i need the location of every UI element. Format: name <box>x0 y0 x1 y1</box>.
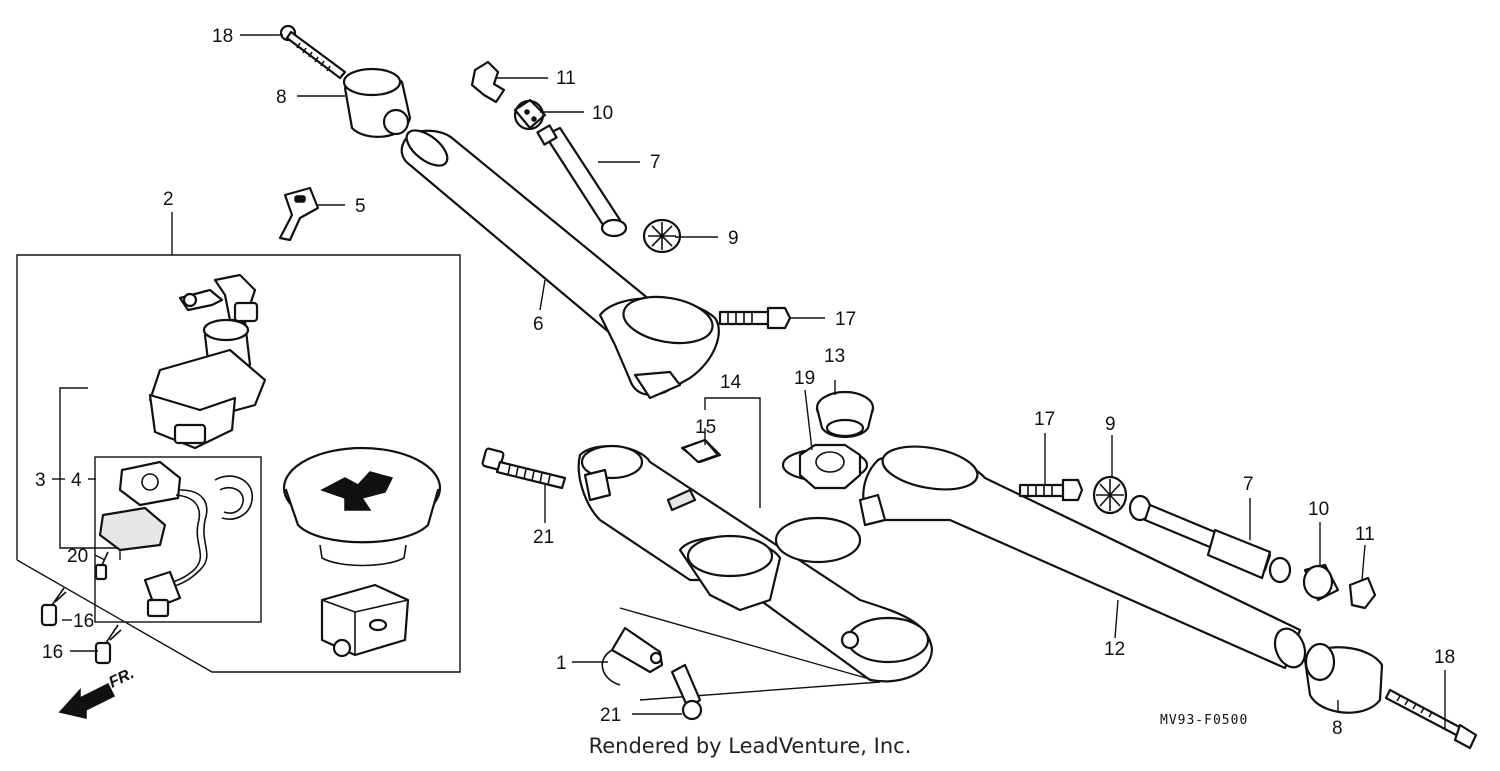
screw-16-upper <box>40 587 67 627</box>
wire-clip <box>214 475 253 520</box>
diagram-code: MV93-F0500 <box>1160 713 1248 728</box>
screw-20 <box>94 551 109 581</box>
ignition-assembly-outline <box>16 212 461 673</box>
callout-4: 4 <box>71 470 82 491</box>
callout-2: 2 <box>163 189 174 210</box>
bar-end-bolt-upper <box>279 24 347 80</box>
callout-3: 3 <box>35 470 46 491</box>
handlebar-left <box>400 129 720 400</box>
callout-15: 15 <box>695 417 716 438</box>
callout-10-lower: 10 <box>1308 499 1329 520</box>
collar-10-lower <box>1302 563 1340 602</box>
front-direction-label: FR. <box>106 665 137 692</box>
callout-8-lower: 8 <box>1332 718 1343 739</box>
callout-13: 13 <box>824 346 845 367</box>
ignition-cylinder <box>148 273 267 450</box>
switch-contact-base <box>98 460 208 618</box>
callout-21-lower: 21 <box>600 705 621 726</box>
rubber-9-lower <box>1092 475 1128 515</box>
callout-16-lower: 16 <box>42 642 63 663</box>
callout-8-upper: 8 <box>276 87 287 108</box>
weight-rod-7-upper <box>536 124 628 238</box>
callout-17-lower: 17 <box>1034 409 1055 430</box>
callout-5: 5 <box>355 196 366 217</box>
callout-19: 19 <box>794 368 815 389</box>
weight-rod-7-lower <box>1128 494 1292 584</box>
screw-16-lower <box>94 624 122 665</box>
stem-nut <box>781 443 869 490</box>
collar-10-upper <box>513 98 547 131</box>
callout-21-upper: 21 <box>533 527 554 548</box>
pinch-bolt-lower <box>670 663 703 721</box>
callout-20: 20 <box>67 546 88 567</box>
callout-leaders <box>52 34 1446 728</box>
callout-7-lower: 7 <box>1243 474 1254 495</box>
callout-17-upper: 17 <box>835 309 856 330</box>
cable-guide <box>601 607 881 701</box>
callout-11-upper: 11 <box>556 68 576 89</box>
callout-18-upper: 18 <box>212 26 233 47</box>
handlebar-right <box>858 445 1307 670</box>
bar-end-weight-lower <box>1303 642 1384 714</box>
callout-9-lower: 9 <box>1105 414 1116 435</box>
clamp-bolt-lower <box>1018 478 1084 502</box>
callout-1: 1 <box>556 653 567 674</box>
footer-credit: Rendered by LeadVenture, Inc. <box>588 734 912 758</box>
callout-16-upper: 16 <box>73 611 94 632</box>
callout-11-lower: 11 <box>1355 524 1375 545</box>
front-direction-arrow <box>58 682 116 719</box>
rubber-9-upper <box>642 218 682 254</box>
callout-labels: 18 8 11 10 7 9 2 5 6 17 13 14 19 15 17 9… <box>35 26 1455 739</box>
switch-cover-cap <box>282 446 442 567</box>
washer-15 <box>681 438 720 464</box>
switch-mount-block <box>320 583 410 658</box>
clip-11-lower <box>1348 576 1377 610</box>
stem-cap <box>815 390 875 439</box>
callout-14: 14 <box>720 372 742 393</box>
clip-11-upper <box>470 60 506 104</box>
bar-end-weight-upper <box>342 67 412 138</box>
callout-10-upper: 10 <box>592 103 613 124</box>
callout-9-upper: 9 <box>728 228 739 249</box>
clamp-bolt-upper <box>718 306 792 330</box>
callout-12: 12 <box>1104 639 1125 660</box>
pinch-bolt-upper <box>481 447 567 490</box>
top-bridge <box>577 438 934 683</box>
callout-18-lower: 18 <box>1434 647 1455 668</box>
spare-key <box>278 186 320 242</box>
callout-7-upper: 7 <box>650 152 661 173</box>
callout-6: 6 <box>533 314 544 335</box>
